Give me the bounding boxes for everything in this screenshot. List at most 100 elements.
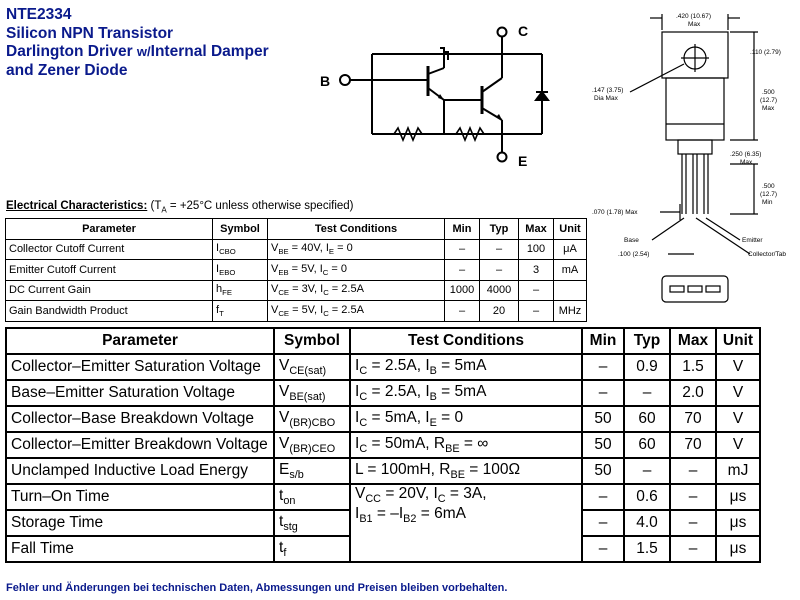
cell-max: –: [669, 483, 717, 511]
dim-spacing: .100 (2.54): [618, 251, 649, 258]
cell-max: –: [518, 279, 554, 301]
cell-symbol: fT: [212, 300, 268, 322]
cell-min: –: [581, 509, 625, 537]
col-test-conditions: Test Conditions: [349, 327, 583, 355]
col-min: Min: [581, 327, 625, 355]
desc-part-c: Internal Damper: [150, 43, 269, 60]
cell-parameter: Storage Time: [5, 509, 275, 537]
cell-unit: mJ: [715, 457, 761, 485]
cell-test-conditions: L = 100mH, RBE = 100Ω: [349, 457, 583, 485]
cell-parameter: Gain Bandwidth Product: [5, 300, 213, 322]
cell-test-conditions: IC = 50mA, RBE = ∞: [349, 431, 583, 459]
cell-symbol: IEBO: [212, 259, 268, 281]
cell-unit: V: [715, 353, 761, 381]
col-typ: Typ: [623, 327, 671, 355]
col-parameter: Parameter: [5, 327, 275, 355]
cell-parameter: Emitter Cutoff Current: [5, 259, 213, 281]
cell-symbol: ton: [273, 483, 351, 511]
cell-min: –: [444, 238, 480, 260]
dim-body-mm: (12.7): [760, 97, 777, 104]
dim-lead-min: Min: [762, 199, 773, 206]
cell-max: –: [669, 535, 717, 563]
cell-test-conditions: IC = 5mA, IE = 0: [349, 405, 583, 433]
cell-typ: –: [479, 259, 519, 281]
circuit-schematic: B C E: [320, 23, 550, 169]
device-description-2: and Zener Diode: [6, 61, 128, 79]
cell-max: 2.0: [669, 379, 717, 407]
dim-tab: .110 (2.79): [750, 49, 781, 56]
collector-terminal: [496, 26, 508, 38]
cell-min: –: [444, 300, 480, 322]
cell-unit: μs: [715, 509, 761, 537]
cell-symbol: Es/b: [273, 457, 351, 485]
cell-typ: 20: [479, 300, 519, 322]
cell-test-conditions: IC = 2.5A, IB = 5mA: [349, 379, 583, 407]
dim-body-max: Max: [762, 105, 775, 112]
cell-typ: 60: [623, 405, 671, 433]
cell-max: 1.5: [669, 353, 717, 381]
base-label: B: [320, 73, 330, 89]
collector-label: C: [518, 23, 528, 39]
cell-parameter: Base–Emitter Saturation Voltage: [5, 379, 275, 407]
electrical-table-1: Parameter Symbol Test Conditions Min Typ…: [5, 218, 587, 322]
cell-typ: 60: [623, 431, 671, 459]
cell-max: –: [669, 509, 717, 537]
cell-typ: –: [479, 238, 519, 260]
cell-parameter: Collector–Emitter Breakdown Voltage: [5, 431, 275, 459]
cell-symbol: VCE(sat): [273, 353, 351, 381]
cell-typ: –: [623, 457, 671, 485]
cell-typ: 4000: [479, 279, 519, 301]
cell-parameter: Collector–Base Breakdown Voltage: [5, 405, 275, 433]
col-unit: Unit: [715, 327, 761, 355]
cell-max: –: [669, 457, 717, 485]
cell-unit: μs: [715, 483, 761, 511]
cell-min: –: [581, 483, 625, 511]
dim-pitch: .070 (1.78) Max: [592, 209, 638, 216]
dim-lead: .500: [762, 183, 775, 190]
footer-disclaimer: Fehler und Änderungen bei technischen Da…: [6, 582, 508, 594]
cell-parameter: Turn–On Time: [5, 483, 275, 511]
table-header-row: Parameter Symbol Test Conditions Min Typ…: [5, 327, 761, 355]
cell-symbol: VBE(sat): [273, 379, 351, 407]
cell-unit: μA: [553, 238, 587, 260]
ec-conditions: (TA = +25°C unless otherwise specified): [150, 200, 354, 215]
part-number: NTE2334: [6, 6, 72, 23]
cell-min: 50: [581, 431, 625, 459]
cell-parameter: Unclamped Inductive Load Energy: [5, 457, 275, 485]
cell-typ: 0.6: [623, 483, 671, 511]
pin-collector-label: Collector/Tab: [748, 251, 786, 258]
col-symbol: Symbol: [212, 218, 268, 240]
dim-hole-max: Dia Max: [594, 95, 619, 102]
col-unit: Unit: [553, 218, 587, 240]
cell-min: 50: [581, 405, 625, 433]
cell-typ: 1.5: [623, 535, 671, 563]
cell-unit: V: [715, 405, 761, 433]
cell-symbol: V(BR)CEO: [273, 431, 351, 459]
cell-min: –: [581, 535, 625, 563]
cell-parameter: DC Current Gain: [5, 279, 213, 301]
cell-unit: V: [715, 379, 761, 407]
cell-symbol: tf: [273, 535, 351, 563]
cell-max: 70: [669, 431, 717, 459]
cell-unit: MHz: [553, 300, 587, 322]
col-test-conditions: Test Conditions: [267, 218, 445, 240]
cell-min: –: [581, 353, 625, 381]
cell-test-conditions: VBE = 40V, IE = 0: [267, 238, 445, 260]
cell-test-conditions: VCC = 20V, IC = 3A,IB1 = –IB2 = 6mA: [349, 483, 583, 563]
cell-parameter: Fall Time: [5, 535, 275, 563]
device-description: Darlington Driver w/Internal Damper: [6, 43, 269, 62]
cell-test-conditions: VEB = 5V, IC = 0: [267, 259, 445, 281]
cell-symbol: hFE: [212, 279, 268, 301]
cell-parameter: Collector Cutoff Current: [5, 238, 213, 260]
cell-unit: mA: [553, 259, 587, 281]
base-terminal: [339, 74, 351, 86]
emitter-label: E: [518, 153, 527, 169]
